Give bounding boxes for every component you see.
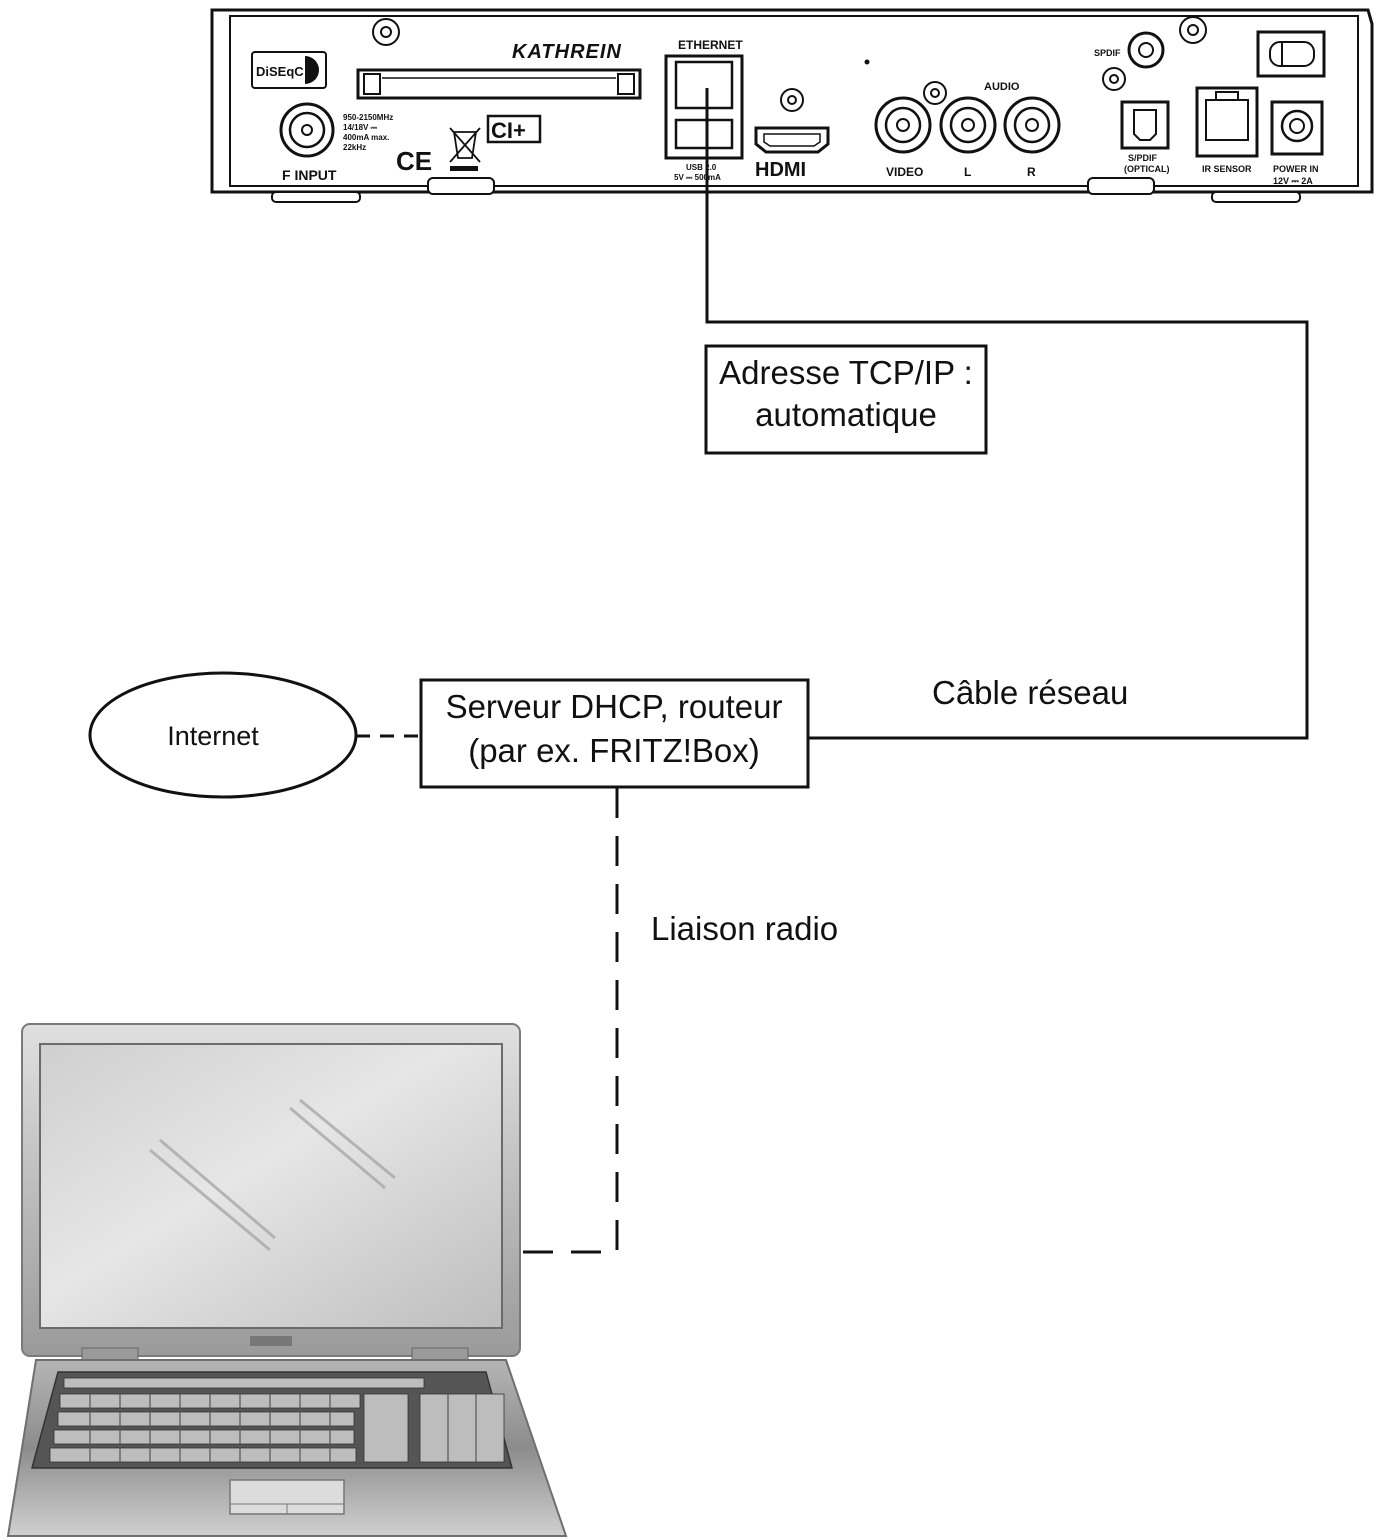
- ci-plus-logo: CI+: [486, 114, 542, 144]
- radio-dashed-link: [518, 788, 619, 1254]
- power-switch-icon: [1256, 30, 1326, 78]
- network-cable-line: [705, 88, 1309, 740]
- audio-label: AUDIO: [984, 81, 1020, 93]
- ir-sensor-port-icon: [1195, 86, 1259, 158]
- ethernet-label: ETHERNET: [678, 38, 743, 52]
- cable-label: Câble réseau: [932, 674, 1128, 711]
- screw-icon: [923, 81, 947, 105]
- router-line-1: Serveur DHCP, routeur: [446, 688, 783, 725]
- power-jack-icon: [1270, 100, 1324, 156]
- internet-ellipse: Internet: [88, 671, 358, 799]
- power-in-label-2: 12V ⎓ 2A: [1273, 176, 1313, 186]
- spdif-label: SPDIF: [1094, 48, 1121, 58]
- f-input-connector-icon: [279, 102, 335, 158]
- video-label: VIDEO: [886, 165, 923, 179]
- hdmi-port-icon: [754, 126, 830, 154]
- tcpip-line-2: automatique: [755, 396, 937, 433]
- spdif-optical-label-2: (OPTICAL): [1124, 164, 1170, 174]
- router-line-2: (par ex. FRITZ!Box): [468, 732, 760, 769]
- diseqc-logo: DiSEqC: [251, 51, 327, 89]
- screw-icon: [1102, 67, 1126, 91]
- spdif-optical-label-1: S/PDIF: [1128, 153, 1158, 163]
- screw-icon: [780, 88, 804, 112]
- audio-left-rca-connector-icon: [939, 96, 997, 154]
- usb-spec-1: USB 2.0: [686, 163, 717, 172]
- brand-logo: KATHREIN: [512, 41, 622, 63]
- diseqc-text: DiSEqC: [256, 64, 304, 79]
- f-input-spec-4: 22kHz: [343, 143, 366, 152]
- power-in-label-1: POWER IN: [1273, 164, 1319, 174]
- ethernet-usb-port-icon: [664, 54, 744, 160]
- screw-icon: [372, 18, 400, 46]
- laptop-icon: [6, 1023, 568, 1537]
- tcpip-line-1: Adresse TCP/IP :: [719, 354, 973, 391]
- ce-mark: CE: [396, 146, 432, 176]
- f-input-spec-3: 400mA max.: [343, 133, 389, 142]
- f-input-spec-1: 950-2150MHz: [343, 113, 393, 122]
- audio-r-label: R: [1027, 165, 1036, 179]
- ir-sensor-label: IR SENSOR: [1202, 164, 1252, 174]
- screw-icon: [1179, 16, 1207, 44]
- optical-port-icon: [1120, 100, 1170, 150]
- spdif-coax-connector-icon: [1127, 31, 1165, 69]
- internet-label: Internet: [167, 721, 259, 751]
- video-rca-connector-icon: [874, 96, 932, 154]
- weee-bin-icon: [449, 127, 481, 171]
- hdmi-label: HDMI: [755, 159, 806, 181]
- audio-right-rca-connector-icon: [1003, 96, 1061, 154]
- ci-plus-text: CI+: [491, 118, 526, 143]
- usb-spec-2: 5V ⎓ 500mA: [674, 173, 721, 182]
- ci-slot: [356, 68, 642, 100]
- radio-label: Liaison radio: [651, 910, 838, 947]
- f-input-label: F INPUT: [282, 167, 337, 183]
- audio-l-label: L: [964, 165, 971, 179]
- f-input-spec-2: 14/18V ⎓: [343, 123, 378, 132]
- tcpip-address-box: Adresse TCP/IP : automatique: [704, 344, 988, 455]
- receiver-rear-panel: DiSEqC KATHREIN F INPUT 950-2150MHz 14/1…: [210, 8, 1374, 203]
- dhcp-router-box: Serveur DHCP, routeur (par ex. FRITZ!Box…: [419, 678, 810, 789]
